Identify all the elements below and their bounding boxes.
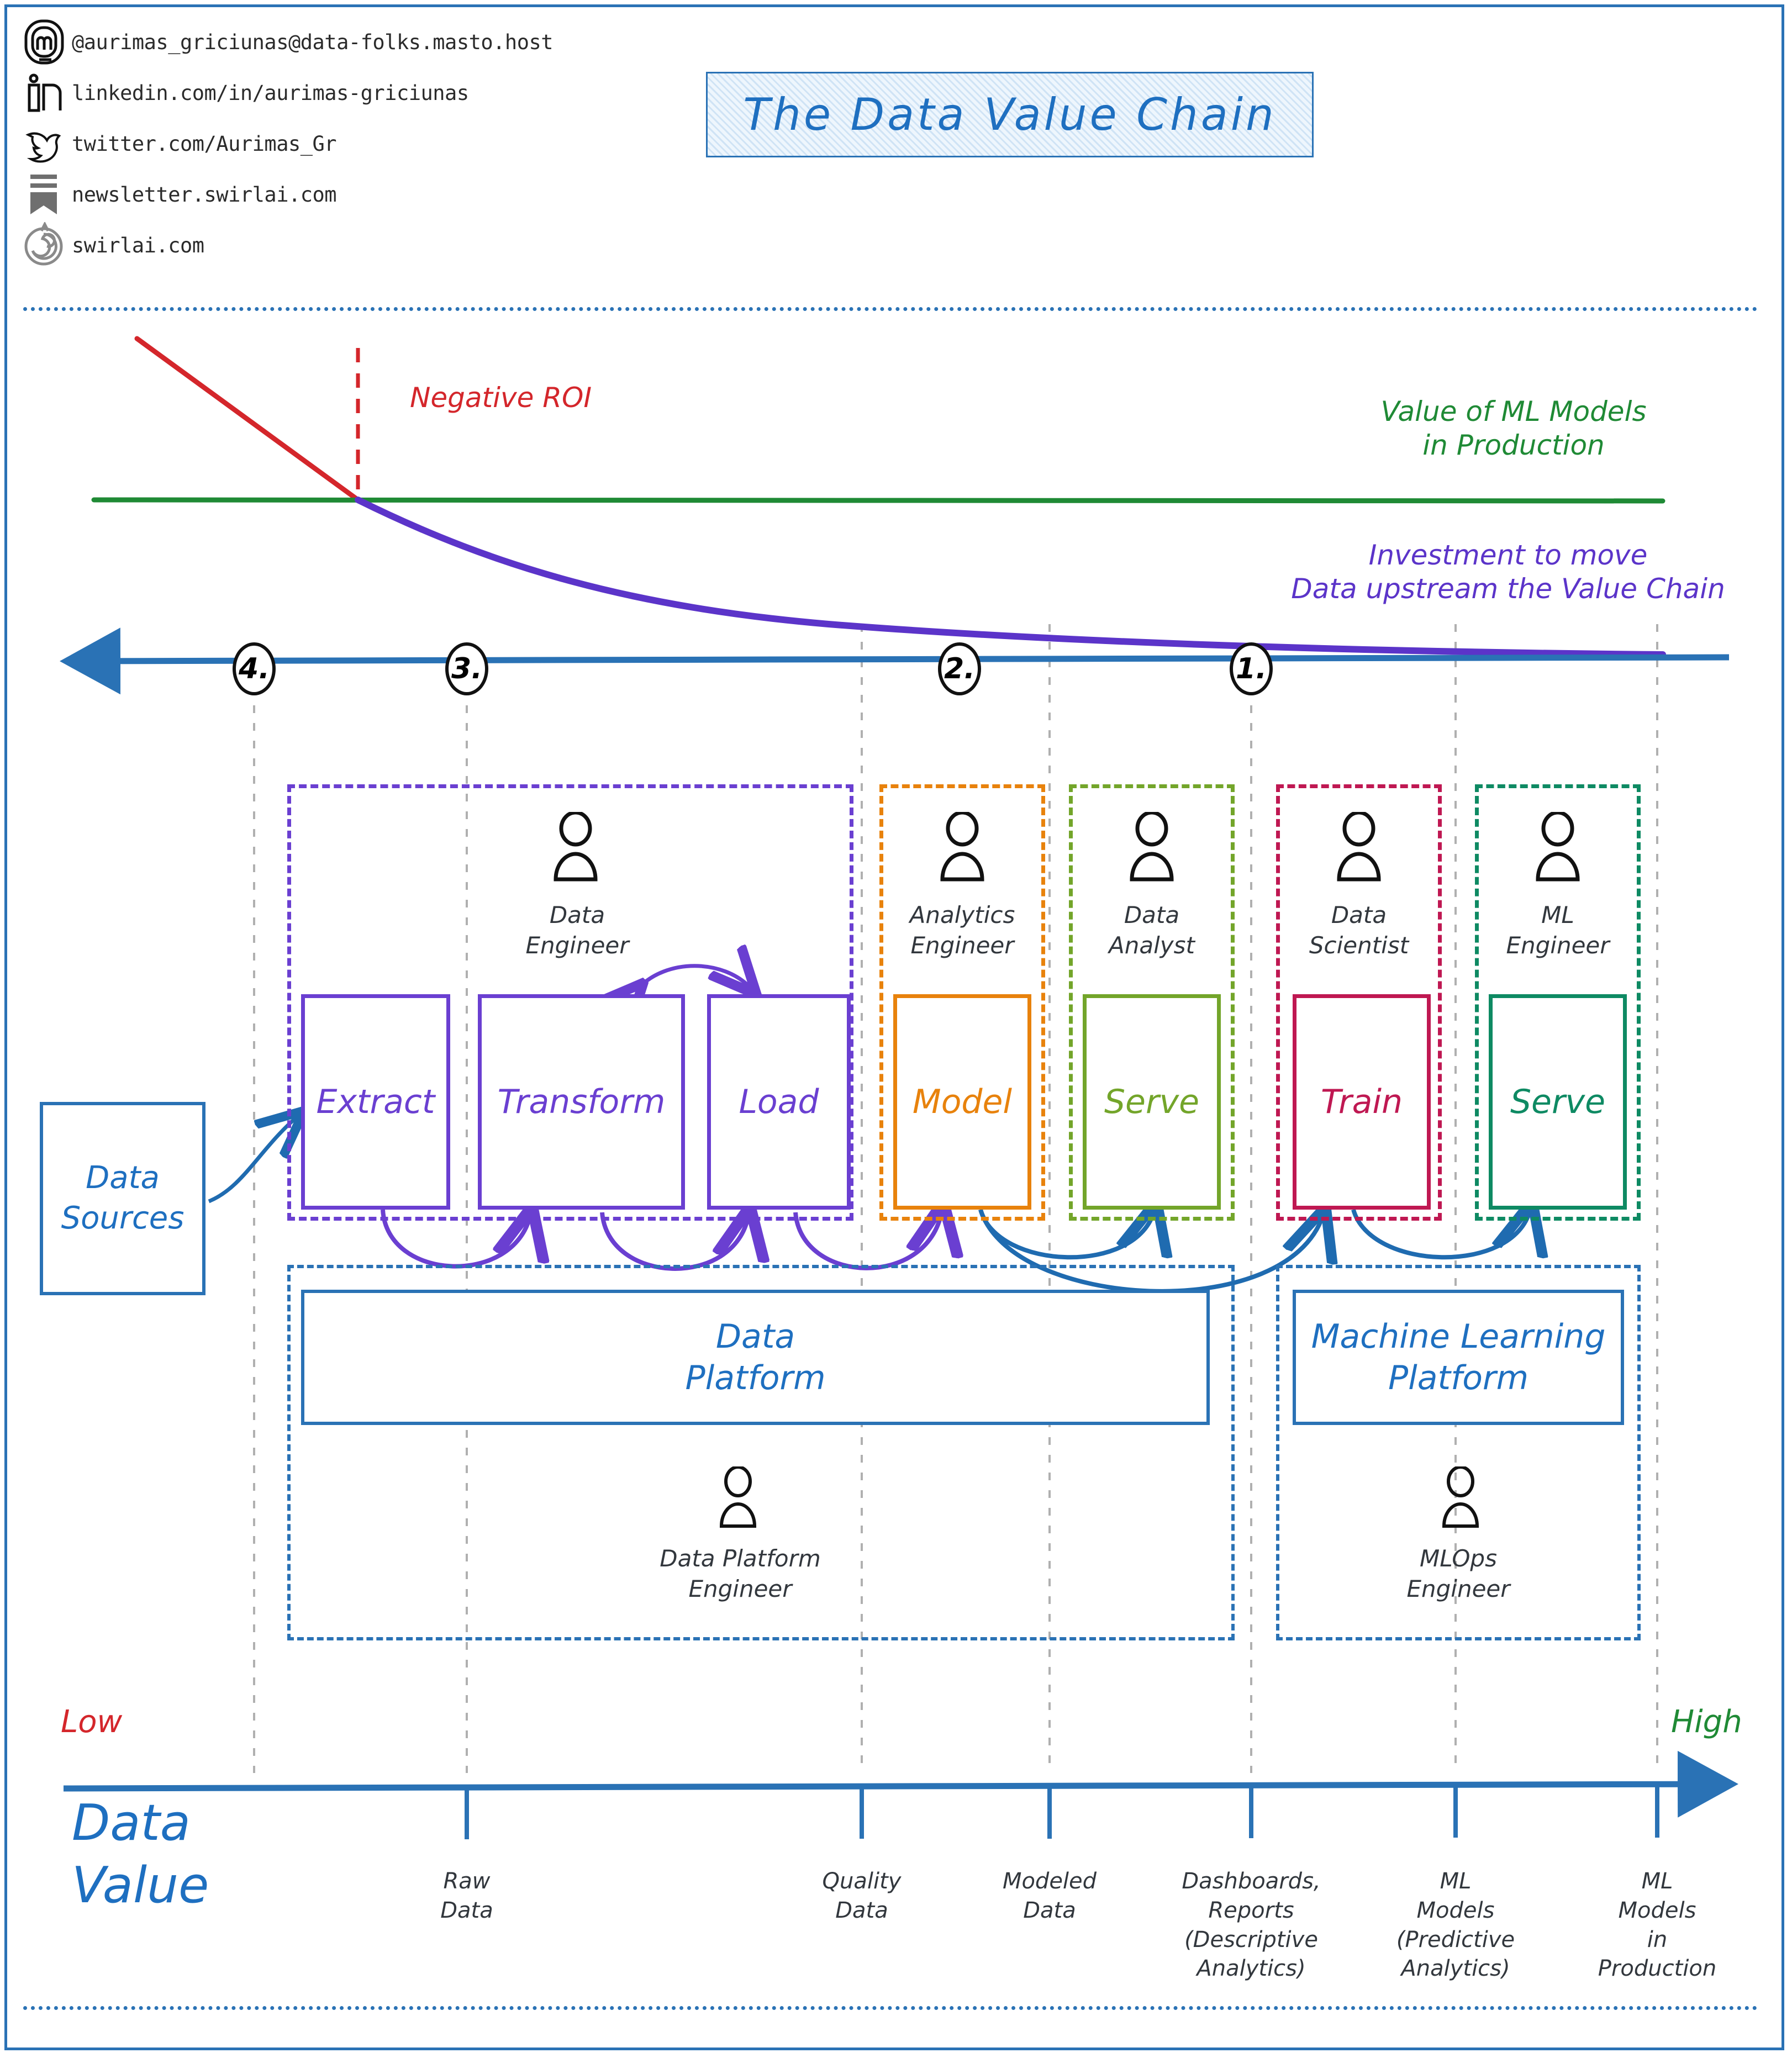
- data-platform-zone: [287, 1265, 1235, 1640]
- person-icon: [1129, 810, 1175, 886]
- stage-serve-analyst[interactable]: Serve: [1083, 994, 1221, 1210]
- social-link-text: linkedin.com/in/aurimas-griciunas: [72, 81, 469, 105]
- axis-low-label: Low: [61, 1704, 123, 1740]
- group-analytics-engineer: [879, 784, 1045, 1221]
- list-item[interactable]: newsletter.swirlai.com: [17, 169, 624, 220]
- person-icon: [1441, 1465, 1480, 1532]
- data-sources-box[interactable]: Data Sources: [40, 1102, 205, 1295]
- stage-model[interactable]: Model: [893, 994, 1031, 1210]
- swirl-icon: [17, 220, 72, 271]
- social-link-text: @aurimas_griciunas@data-folks.masto.host: [72, 30, 554, 54]
- person-icon: [552, 810, 599, 886]
- linkedin-icon: [17, 67, 72, 118]
- stage-train[interactable]: Train: [1293, 994, 1431, 1210]
- stage-serve-ml[interactable]: Serve: [1489, 994, 1627, 1210]
- data-platform-line1: Data: [715, 1317, 795, 1356]
- ml-platform-line2: Platform: [1388, 1358, 1529, 1397]
- page-frame: [4, 4, 1784, 2050]
- person-icon: [718, 1465, 758, 1532]
- divider-bottom: [23, 2006, 1758, 2010]
- axis-title-line2: Value: [72, 1856, 209, 1914]
- group-data-analyst: [1069, 784, 1235, 1221]
- page-title: The Data Value Chain: [706, 72, 1314, 157]
- social-link-text: newsletter.swirlai.com: [72, 182, 337, 207]
- list-item[interactable]: @aurimas_griciunas@data-folks.masto.host: [17, 17, 624, 67]
- social-links: @aurimas_griciunas@data-folks.masto.host…: [17, 17, 624, 271]
- divider-top: [23, 307, 1758, 311]
- ml-platform-zone: [1276, 1265, 1641, 1640]
- person-icon: [1336, 810, 1382, 886]
- group-ml-engineer: [1475, 784, 1641, 1221]
- step-marker-4[interactable]: 4.: [233, 642, 276, 695]
- step-marker-1[interactable]: 1.: [1230, 642, 1273, 695]
- person-icon: [939, 810, 985, 886]
- page-title-text: The Data Value Chain: [743, 89, 1277, 140]
- newsletter-icon: [17, 169, 72, 220]
- group-data-scientist: [1276, 784, 1442, 1221]
- list-item[interactable]: swirlai.com: [17, 220, 624, 271]
- data-sources-line1: Data: [86, 1160, 160, 1196]
- ml-platform-box[interactable]: Machine Learning Platform: [1293, 1290, 1624, 1425]
- stage-load[interactable]: Load: [707, 994, 851, 1210]
- list-item[interactable]: linkedin.com/in/aurimas-griciunas: [17, 67, 624, 118]
- stage-extract[interactable]: Extract: [301, 994, 450, 1210]
- step-marker-2[interactable]: 2.: [938, 642, 981, 695]
- data-platform-box[interactable]: Data Platform: [301, 1290, 1210, 1425]
- twitter-icon: [17, 118, 72, 169]
- stage-transform[interactable]: Transform: [478, 994, 685, 1210]
- ml-platform-line1: Machine Learning: [1311, 1317, 1606, 1356]
- negative-roi-label: Negative ROI: [410, 382, 592, 414]
- mastodon-icon: [17, 17, 72, 67]
- person-icon: [1535, 810, 1581, 886]
- axis-title: Data Value: [72, 1792, 209, 1917]
- axis-high-label: High: [1671, 1704, 1742, 1740]
- data-platform-line2: Platform: [685, 1358, 826, 1397]
- data-sources-line2: Sources: [61, 1200, 185, 1236]
- step-marker-3[interactable]: 3.: [445, 642, 488, 695]
- social-link-text: swirlai.com: [72, 233, 204, 257]
- list-item[interactable]: twitter.com/Aurimas_Gr: [17, 118, 624, 169]
- social-link-text: twitter.com/Aurimas_Gr: [72, 131, 337, 156]
- axis-title-line1: Data: [72, 1794, 191, 1852]
- group-data-engineer: [287, 784, 853, 1221]
